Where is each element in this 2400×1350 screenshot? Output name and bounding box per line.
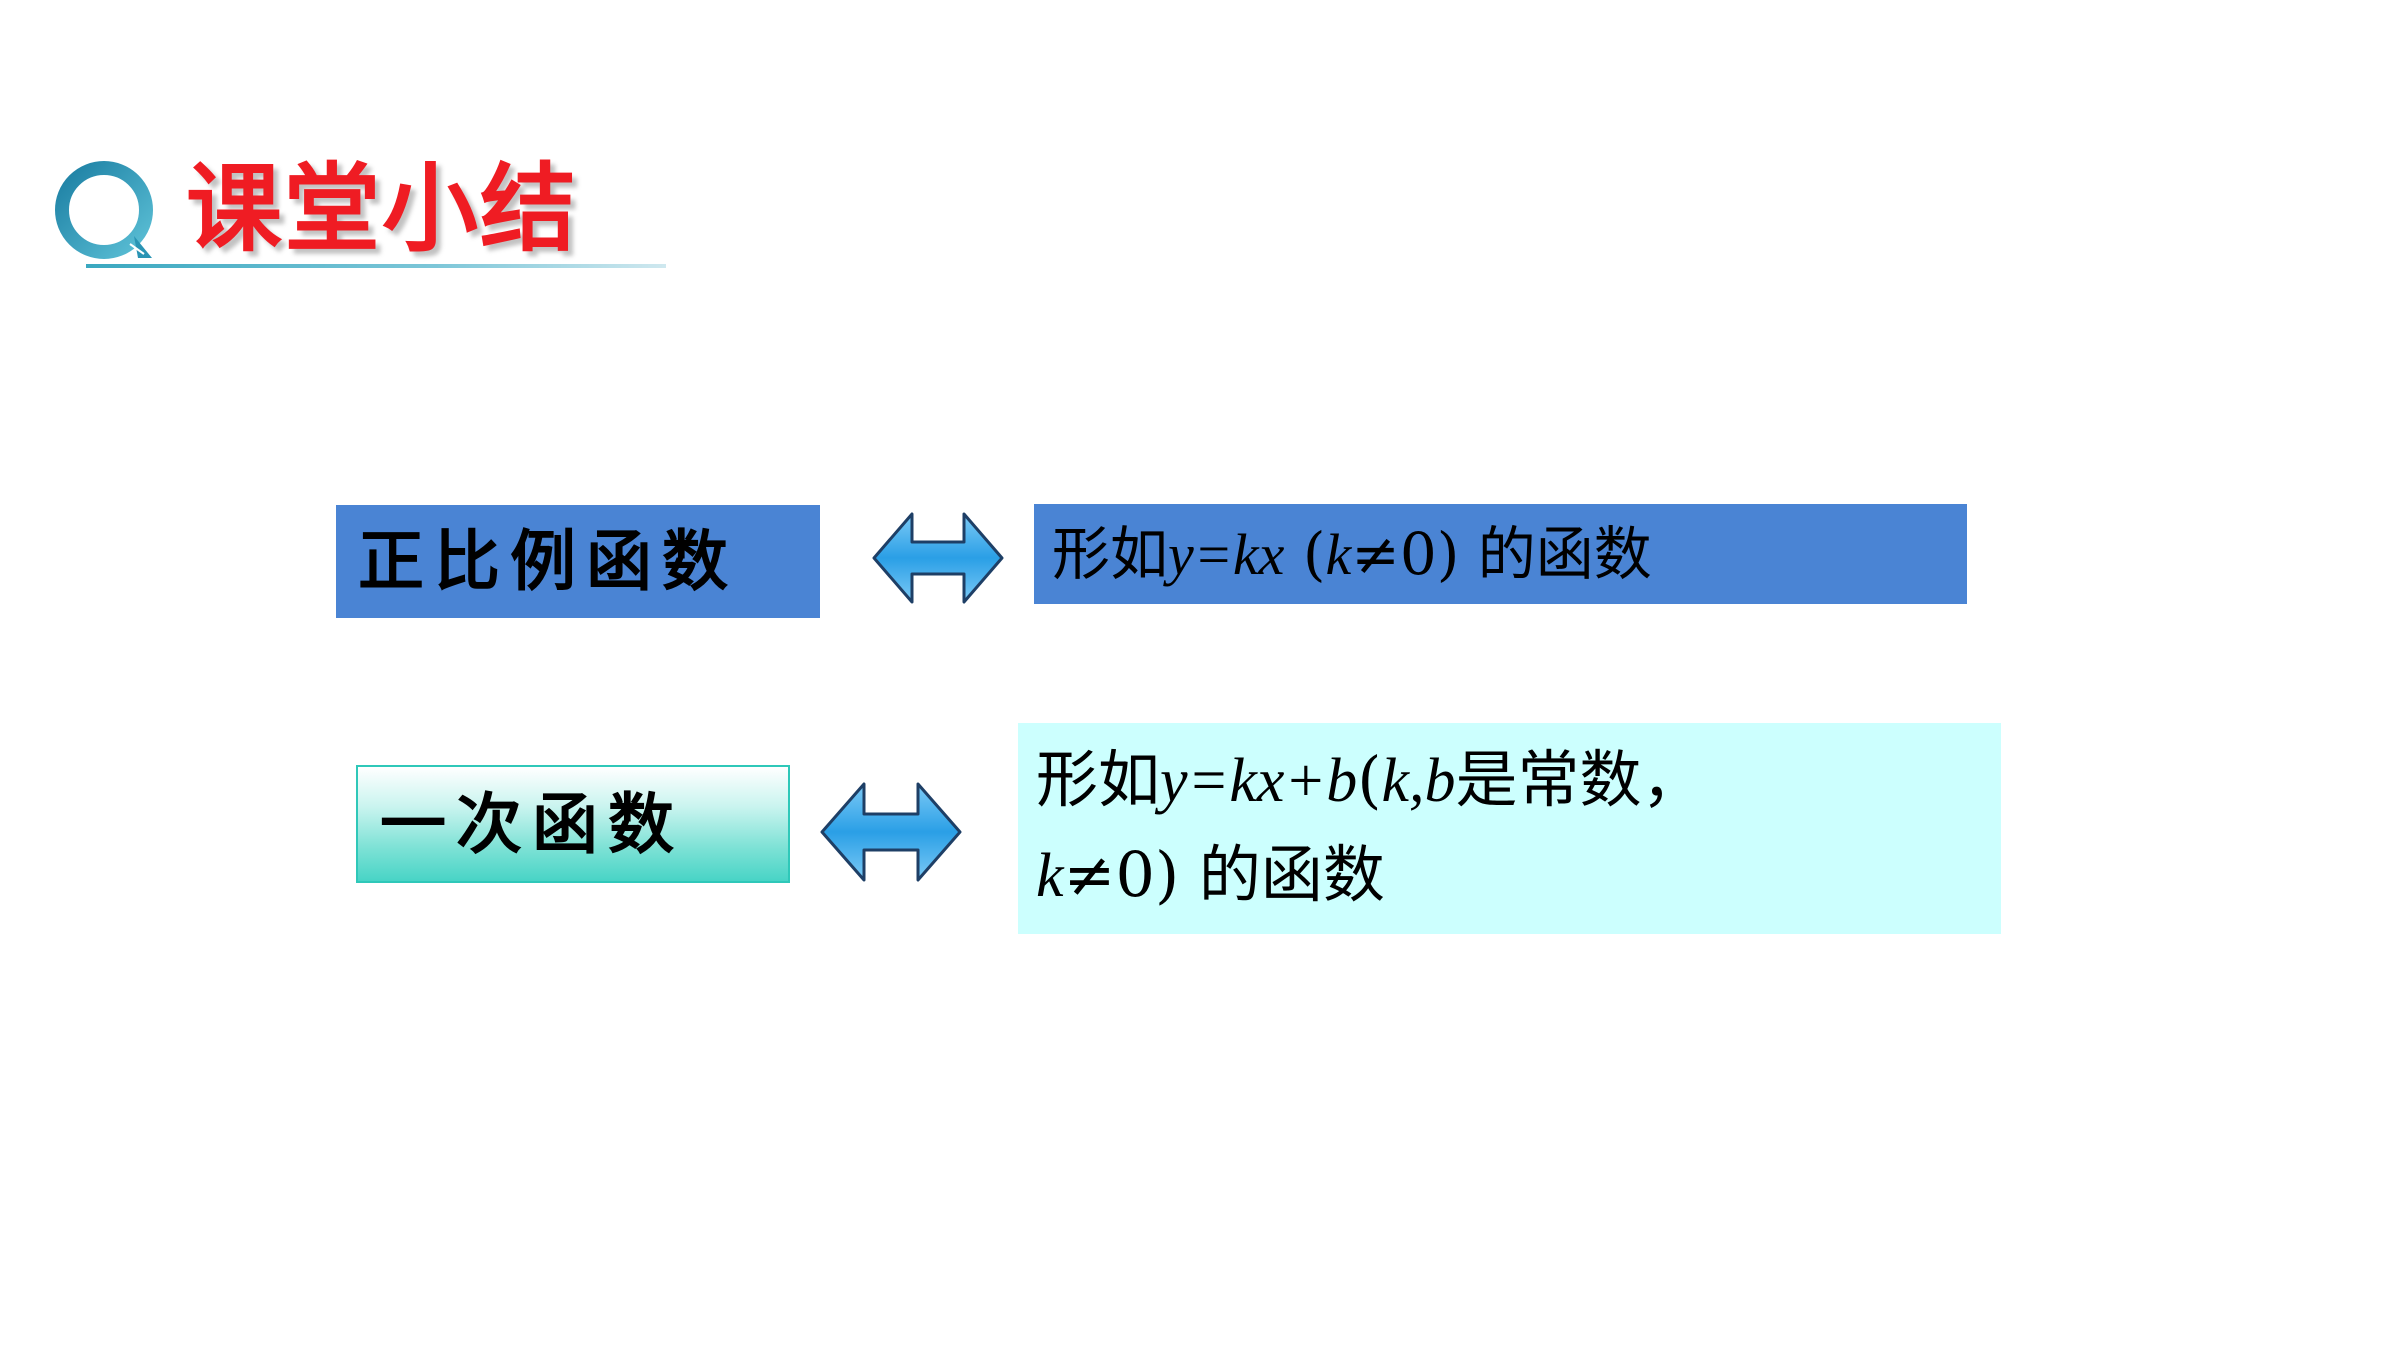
page-title: 课堂小结	[186, 153, 578, 265]
formula: y=kx+b	[1160, 747, 1358, 815]
definition-linear-function: 形如y=kx+b(k,b是常数， k≠0) 的函数	[1018, 723, 2001, 934]
magnifier-ring-icon	[55, 161, 153, 259]
definition-line-2: k≠0) 的函数	[1036, 828, 2001, 923]
condition-relation: ≠0	[1351, 520, 1437, 588]
definition-prefix: 形如	[1052, 520, 1169, 588]
definition-prefix: 形如	[1036, 743, 1161, 816]
definition-line-1: 形如y=kx+b(k,b是常数，	[1036, 733, 2001, 828]
term-proportional-function: 正比例函数	[336, 505, 820, 618]
formula: y=kx	[1168, 522, 1285, 587]
constant-note: 是常数，	[1455, 743, 1704, 816]
definition-suffix: 的函数	[1179, 838, 1385, 911]
condition-variable: k	[1036, 842, 1064, 910]
definition-suffix: 的函数	[1459, 520, 1652, 588]
term-linear-function: 一次函数	[356, 765, 790, 883]
constant-variables: k,b	[1381, 747, 1456, 815]
paren-open: (	[1357, 743, 1382, 816]
title-underline	[86, 264, 666, 268]
definition-proportional-function: 形如y=kx (k≠0) 的函数	[1034, 504, 1967, 604]
term-label: 正比例函数	[358, 522, 738, 600]
term-label: 一次函数	[380, 785, 684, 863]
condition-close: )	[1436, 520, 1460, 588]
paren-close: )	[1154, 838, 1180, 911]
condition-relation: ≠0	[1063, 838, 1155, 911]
double-headed-arrow-icon	[872, 512, 1004, 604]
condition-open: (	[1284, 520, 1326, 588]
double-headed-arrow-icon	[820, 782, 962, 882]
condition-variable: k	[1325, 522, 1352, 587]
